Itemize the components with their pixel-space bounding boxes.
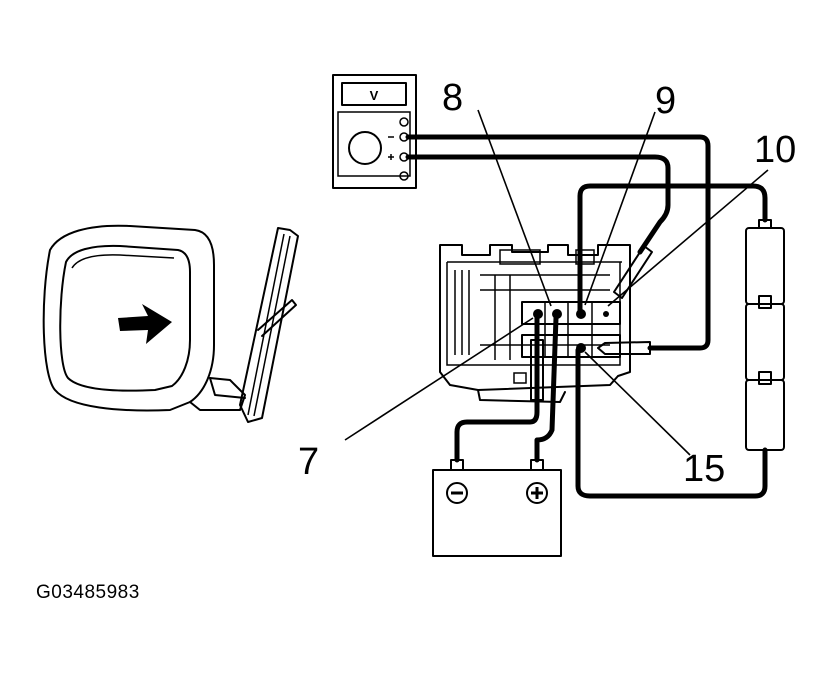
leader-9: [584, 111, 656, 306]
battery-body: [432, 469, 562, 557]
label-pin-8: 8: [442, 77, 463, 119]
leader-7: [344, 317, 534, 441]
terminal-10: [603, 311, 609, 317]
voltmeter-dial: [348, 131, 382, 165]
dry-cell-2: [745, 303, 785, 381]
wiring: [405, 134, 768, 499]
label-pin-9: 9: [655, 80, 676, 122]
voltmeter-body: [332, 74, 417, 189]
dry-cell-3: [745, 379, 785, 451]
battery-negative-terminal: [446, 482, 468, 504]
battery-positive-terminal: [526, 482, 548, 504]
voltmeter-display-text: V: [370, 88, 379, 103]
leader-10: [607, 169, 769, 307]
leader-lines: [344, 109, 769, 456]
leader-15: [584, 351, 691, 456]
dry-cell-pack: [745, 219, 785, 451]
leader-8: [477, 109, 552, 307]
outside-mirror-illustration: [42, 224, 299, 423]
dry-cell-1: [745, 227, 785, 305]
label-pin-7: 7: [298, 441, 319, 483]
voltmeter-display: [341, 82, 407, 106]
label-pin-15: 15: [683, 448, 725, 490]
voltmeter: V: [332, 74, 417, 189]
label-pin-10: 10: [754, 129, 796, 171]
figure-code: G03485983: [36, 582, 140, 603]
battery: [432, 459, 562, 557]
